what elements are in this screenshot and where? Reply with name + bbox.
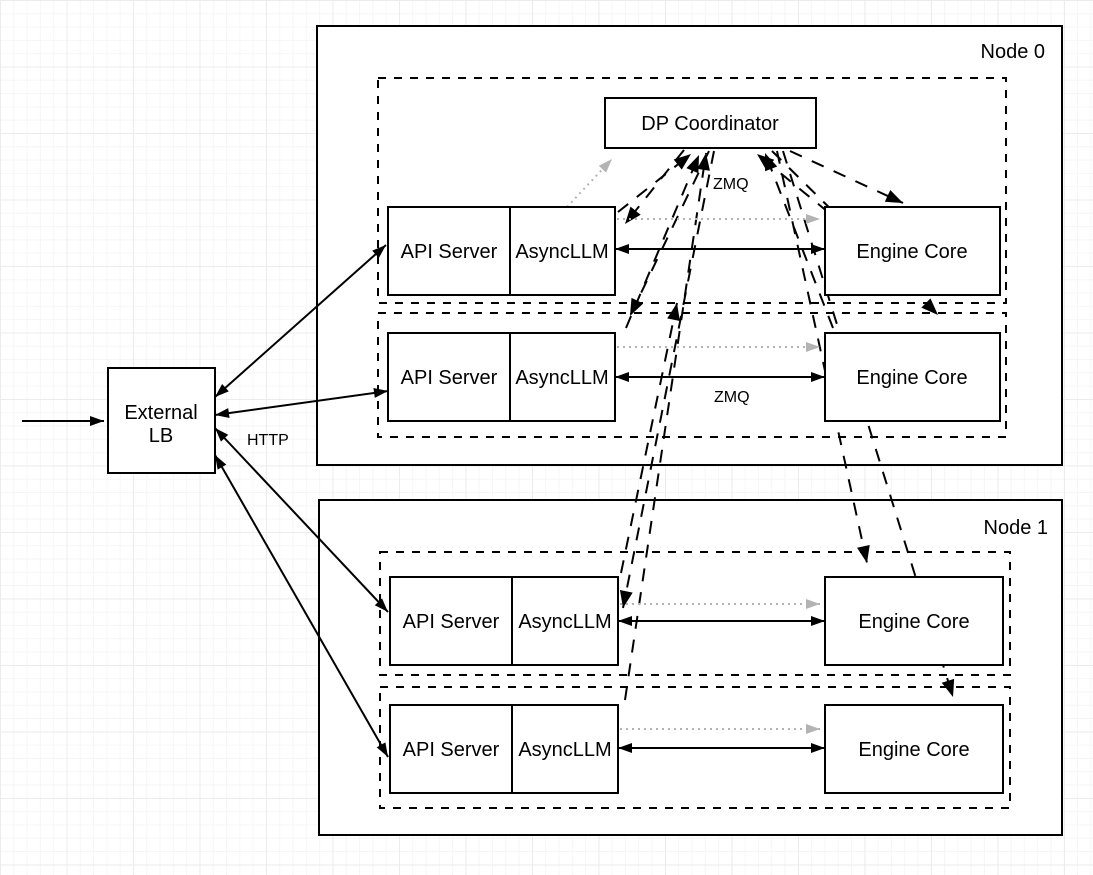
- arrow-lb-api-n0r1: [214, 244, 387, 398]
- external-lb-box: [107, 367, 216, 474]
- dotted-async-n0r1-to-coordinator: [566, 158, 613, 208]
- http-label: HTTP: [247, 432, 289, 449]
- dp-group-n1r1: [379, 551, 1011, 676]
- engine-core-label-n0r2: Engine Core: [856, 367, 967, 389]
- engine-core-box-n1r2: [824, 704, 1004, 794]
- engine-core-box-n0r1: [824, 206, 1001, 296]
- api-asyncllm-box-n1r2: [389, 704, 619, 794]
- dashed-coordinator-to-async-n1r1: [619, 150, 715, 609]
- dashed-engine-n0r2-to-coordinator: [764, 152, 834, 329]
- arrow-lb-api-n1r2: [214, 454, 389, 758]
- dp-coordinator-label: DP Coordinator: [641, 113, 779, 135]
- arrow-lb-api-n0r2: [214, 387, 389, 419]
- engine-core-label-n1r1: Engine Core: [858, 611, 969, 633]
- api-asyncllm-box-n1r1: [389, 576, 619, 666]
- dashed-coordinator-to-engine-n0r1: [789, 150, 904, 204]
- asyncllm-label-n0r1: AsyncLLM: [515, 241, 608, 263]
- api-asyncllm-box-n0r2: [387, 332, 616, 422]
- engine-core-box-n1r1: [824, 576, 1004, 666]
- zmq-label-engine: ZMQ: [714, 389, 750, 406]
- dashed-coordinator-to-async-n0r2: [629, 150, 710, 317]
- dp-group-n1r2: [379, 686, 1011, 809]
- api-asyncllm-box-n0r1: [387, 206, 616, 296]
- external-lb-label-line2: LB: [149, 425, 173, 447]
- zmq-label-coordinator: ZMQ: [713, 176, 749, 193]
- dp-group-n0r2: [377, 312, 1007, 438]
- asyncllm-label-n0r2: AsyncLLM: [515, 367, 608, 389]
- asyncllm-label-n1r1: AsyncLLM: [518, 611, 611, 633]
- engine-core-box-n0r2: [824, 332, 1001, 422]
- api-server-label-n0r1: API Server: [401, 241, 498, 263]
- api-server-label-n1r1: API Server: [403, 611, 500, 633]
- api-server-label-n0r2: API Server: [401, 367, 498, 389]
- asyncllm-label-n1r2: AsyncLLM: [518, 739, 611, 761]
- dp-group-n0r1: [377, 77, 1007, 304]
- dashed-coordinator-to-async-n0r1: [624, 149, 685, 225]
- node1-title: Node 1: [984, 517, 1049, 539]
- external-lb-label-line1: External: [124, 402, 197, 424]
- api-server-label-n1r2: API Server: [403, 739, 500, 761]
- dashed-async-n0r1-to-coordinator: [617, 153, 692, 213]
- engine-core-label-n0r1: Engine Core: [856, 241, 967, 263]
- node0-title: Node 0: [981, 41, 1046, 63]
- engine-core-label-n1r2: Engine Core: [858, 739, 969, 761]
- dp-coordinator-box: [604, 97, 817, 149]
